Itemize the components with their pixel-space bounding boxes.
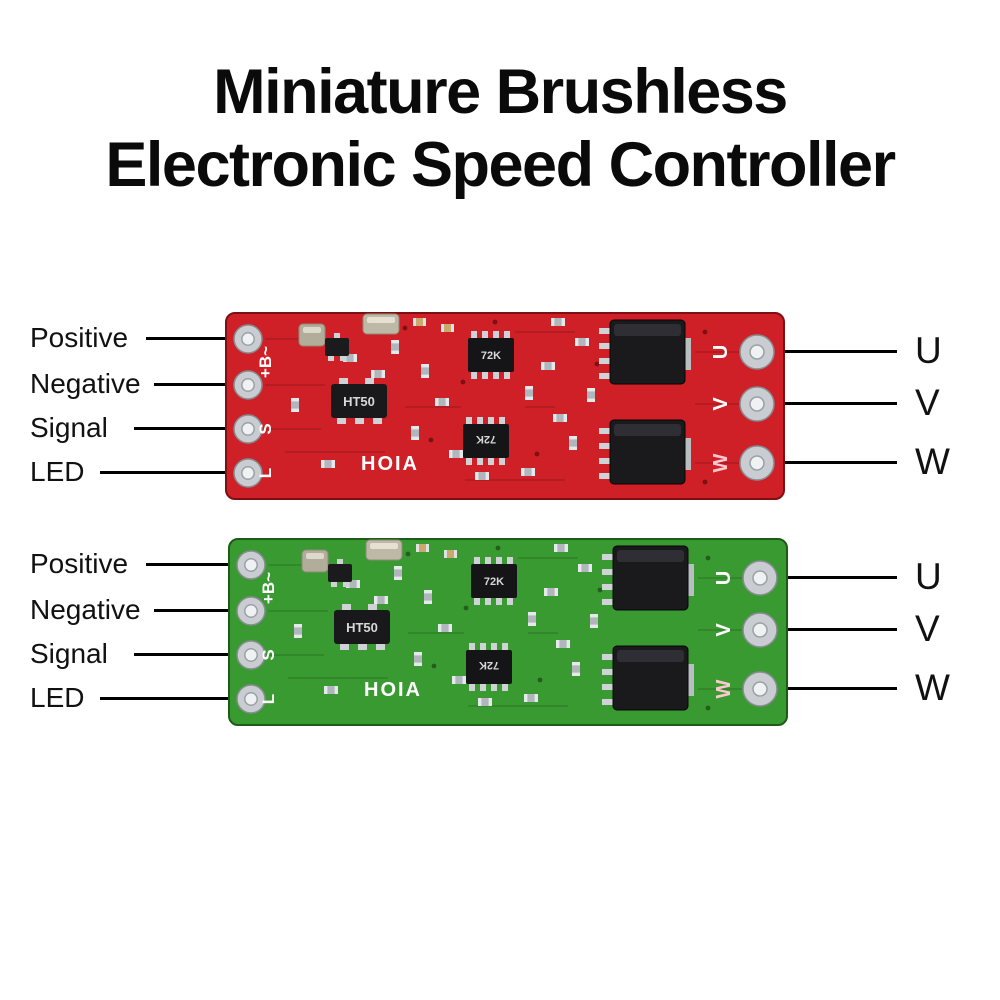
pad-u — [742, 560, 778, 596]
label-u-red: U — [915, 330, 942, 371]
silkscreen-brand: HOIA — [364, 679, 422, 701]
silkscreen-w: W — [710, 453, 732, 472]
pad-w — [742, 671, 778, 707]
callout-line-led-green — [100, 697, 235, 700]
ic-bottom-label: 72K — [476, 433, 496, 445]
soic-ic-top: 72K — [471, 557, 517, 605]
label-v-red: V — [915, 382, 940, 423]
sot23-transistor — [328, 559, 352, 587]
capacitors — [301, 539, 403, 573]
callout-line-u-green — [779, 576, 897, 579]
label-signal-red: Signal — [30, 412, 108, 443]
label-positive-red: Positive — [30, 322, 129, 353]
label-negative-red: Negative — [30, 368, 141, 399]
sot23-transistor — [325, 333, 349, 361]
callout-line-w-green — [779, 687, 897, 690]
pad-w — [739, 445, 775, 481]
callout-line-positive-green — [146, 563, 235, 566]
ht50-label: HT50 — [346, 620, 378, 635]
callout-line-led-red — [100, 471, 232, 474]
mosfet-bottom — [599, 419, 691, 485]
callout-line-positive-red — [146, 337, 232, 340]
ic-top-label: 72K — [481, 350, 501, 362]
callout-line-u-red — [776, 350, 897, 353]
output-pads — [742, 560, 778, 707]
silkscreen-power: +B~ — [256, 346, 275, 378]
label-negative-green: Negative — [30, 594, 141, 625]
callout-line-signal-red — [134, 427, 232, 430]
callout-line-v-green — [779, 628, 897, 631]
ic-top-label: 72K — [484, 576, 504, 588]
title-line-1: Miniature Brushless — [213, 57, 788, 127]
callout-line-signal-green — [134, 653, 235, 656]
silkscreen-led: L — [259, 694, 278, 704]
ht50-label: HT50 — [343, 394, 375, 409]
silkscreen-brand: HOIA — [361, 453, 419, 475]
label-u-green: U — [915, 556, 942, 597]
mosfet-top — [599, 319, 691, 385]
silkscreen-signal: S — [259, 649, 278, 660]
callout-line-w-red — [776, 461, 897, 464]
label-w-green: W — [915, 667, 950, 708]
green-pcb-board: HT50 72K 72K +B~ S — [228, 538, 788, 726]
callout-line-negative-red — [154, 383, 232, 386]
title-line-2: Electronic Speed Controller — [105, 130, 896, 201]
silkscreen-u: U — [710, 345, 732, 359]
label-led-red: LED — [30, 456, 85, 487]
pad-v — [742, 612, 778, 648]
callout-line-negative-green — [154, 609, 235, 612]
red-pcb-board: HT50 72K 72K +B~ S — [225, 312, 785, 500]
soic-ic-bottom: 72K — [463, 417, 509, 465]
output-pads — [739, 334, 775, 481]
ic-bottom-label: 72K — [479, 659, 499, 671]
soic-ic-top: 72K — [468, 331, 514, 379]
soic-ic-bottom: 72K — [466, 643, 512, 691]
callout-line-v-red — [776, 402, 897, 405]
label-positive-green: Positive — [30, 548, 129, 579]
label-led-green: LED — [30, 682, 85, 713]
mosfet-bottom — [602, 645, 694, 711]
page-title: Miniature Brushless Electronic Speed Con… — [0, 56, 1000, 202]
ht50-regulator: HT50 — [334, 604, 390, 650]
silkscreen-u: U — [713, 571, 735, 585]
label-v-green: V — [915, 608, 940, 649]
pad-u — [739, 334, 775, 370]
silkscreen: +B~ S L U V W HOIA — [256, 345, 732, 478]
silkscreen-led: L — [256, 468, 275, 478]
silkscreen-power: +B~ — [259, 572, 278, 604]
mosfet-top — [602, 545, 694, 611]
silkscreen-v: V — [710, 397, 732, 411]
silkscreen-v: V — [713, 623, 735, 637]
label-w-red: W — [915, 441, 950, 482]
label-signal-green: Signal — [30, 638, 108, 669]
silkscreen-w: W — [713, 679, 735, 698]
capacitors — [298, 313, 400, 347]
silkscreen-signal: S — [256, 423, 275, 434]
pad-v — [739, 386, 775, 422]
ht50-regulator: HT50 — [331, 378, 387, 424]
silkscreen: +B~ S L U V W HOIA — [259, 571, 735, 704]
